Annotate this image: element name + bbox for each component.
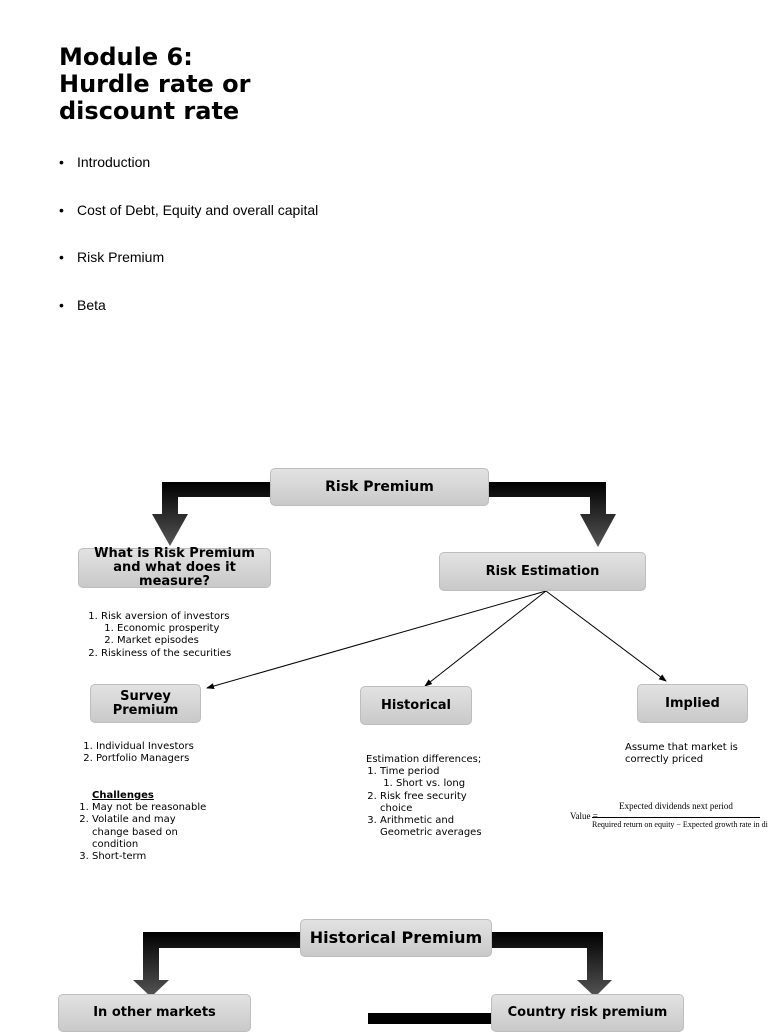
formula-denominator: Required return on equity − Expected gro… [592, 820, 768, 829]
page-title: Module 6: Hurdle rate or discount rate [59, 44, 251, 125]
formula-label: Value = [570, 811, 598, 821]
bullet-icon: • [59, 154, 64, 170]
title-line-1: Module 6: [59, 43, 193, 71]
historical-premium-box: Historical Premium [300, 919, 492, 957]
list-item: May not be reasonable [92, 802, 241, 814]
list-item: • Risk Premium [59, 247, 318, 295]
list-item: Short vs. long [396, 778, 516, 790]
list-item: Short-term [92, 851, 241, 863]
title-line-2: Hurdle rate or [59, 70, 251, 98]
list-item: Economic prosperity [117, 623, 285, 635]
list-item: • Beta [59, 295, 318, 343]
arrow-to-historical [424, 590, 547, 687]
list-item: Riskiness of the securities [101, 648, 285, 660]
list-item: Market episodes [117, 635, 285, 647]
topic-list: • Introduction • Cost of Debt, Equity and … [59, 152, 318, 342]
list-item-label: Introduction [77, 154, 151, 170]
list-item-label: Cost of Debt, Equity and overall capital [77, 201, 319, 218]
implied-premium-formula: Value = Expected dividends next period R… [570, 801, 768, 835]
arrow-to-survey [206, 590, 547, 689]
formula-fraction-bar [592, 817, 760, 818]
bullet-icon: • [59, 296, 64, 313]
country-risk-premium-box: Country risk premium [491, 994, 684, 1032]
implied-box: Implied [637, 684, 748, 723]
list-item-label: Beta [77, 296, 106, 313]
historical-intro: Estimation differences; [366, 754, 482, 765]
what-is-risk-premium-box: What is Risk Premium and what does it me… [78, 547, 271, 589]
risk-premium-definition-list: Risk aversion of investors Economic pros… [85, 611, 285, 660]
list-item: Individual Investors [96, 741, 250, 753]
other-markets-box: In other markets [58, 994, 251, 1032]
bullet-icon: • [59, 201, 64, 218]
survey-premium-box: Survey Premium [90, 684, 201, 723]
connector-bar [368, 1013, 492, 1024]
challenges-heading: Challenges [92, 790, 154, 801]
list-item: Risk free security choice [380, 791, 480, 815]
arrow-to-other-markets [133, 932, 300, 997]
list-item: • Cost of Debt, Equity and overall capita… [59, 200, 318, 248]
survey-respondents-list: Individual Investors Portfolio Managers [80, 741, 250, 765]
historical-notes: Estimation differences; Time period Shor… [366, 754, 516, 839]
implied-note: Assume that market is correctly priced [625, 742, 738, 766]
list-item: Volatile and may change based on conditi… [92, 814, 202, 851]
risk-estimation-box: Risk Estimation [439, 552, 646, 591]
list-item: Time period Short vs. long [380, 766, 516, 790]
list-item: Risk aversion of investors Economic pros… [101, 611, 285, 648]
title-line-3: discount rate [59, 97, 240, 125]
arrow-to-what-is [152, 482, 272, 546]
formula-numerator: Expected dividends next period [619, 801, 733, 811]
list-item-label: Risk Premium [77, 249, 165, 265]
challenges-block: Challenges May not be reasonable Volatil… [76, 790, 241, 863]
list-item: • Introduction [59, 152, 318, 200]
risk-premium-box: Risk Premium [270, 468, 489, 506]
arrow-to-estimation [488, 482, 616, 547]
list-item: Portfolio Managers [96, 753, 250, 765]
bullet-icon: • [59, 249, 64, 265]
historical-box: Historical [360, 686, 472, 725]
arrow-to-implied [545, 590, 667, 682]
list-item: Arithmetic and Geometric averages [380, 815, 490, 839]
arrow-to-country-risk [491, 932, 612, 997]
